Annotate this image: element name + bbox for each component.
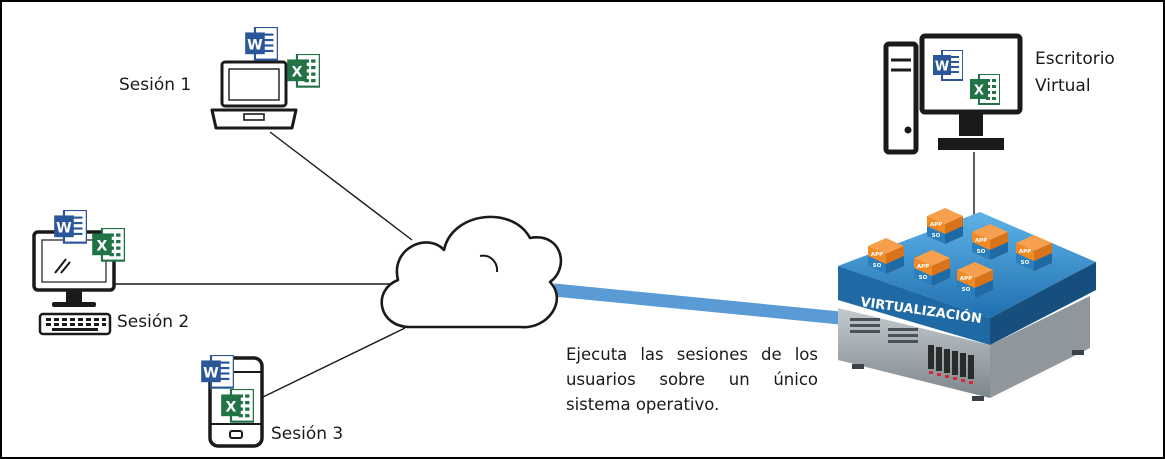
virtual-desktop-label-line2: Virtual xyxy=(1035,76,1091,96)
description-text: Ejecuta las sesiones de los usuarios sob… xyxy=(566,345,818,414)
session1-label: Sesión 1 xyxy=(119,75,192,95)
virtual-desktop-label-line1: Escritorio xyxy=(1035,49,1115,69)
link-cloud-server xyxy=(553,283,841,325)
excel-icon xyxy=(287,54,320,88)
word-icon xyxy=(245,27,278,61)
word-icon xyxy=(201,355,234,389)
link-session3-cloud xyxy=(262,327,406,398)
virtual-desktop-label: Escritorio Virtual xyxy=(1035,46,1115,100)
laptop-icon xyxy=(210,60,298,130)
session3-label: Sesión 3 xyxy=(271,424,344,444)
cloud-icon xyxy=(380,215,563,329)
link-session1-cloud xyxy=(269,131,413,241)
session2-label: Sesión 2 xyxy=(117,312,190,332)
virtualization-server-icon: VIRTUALIZACIÓN xyxy=(838,212,1096,401)
